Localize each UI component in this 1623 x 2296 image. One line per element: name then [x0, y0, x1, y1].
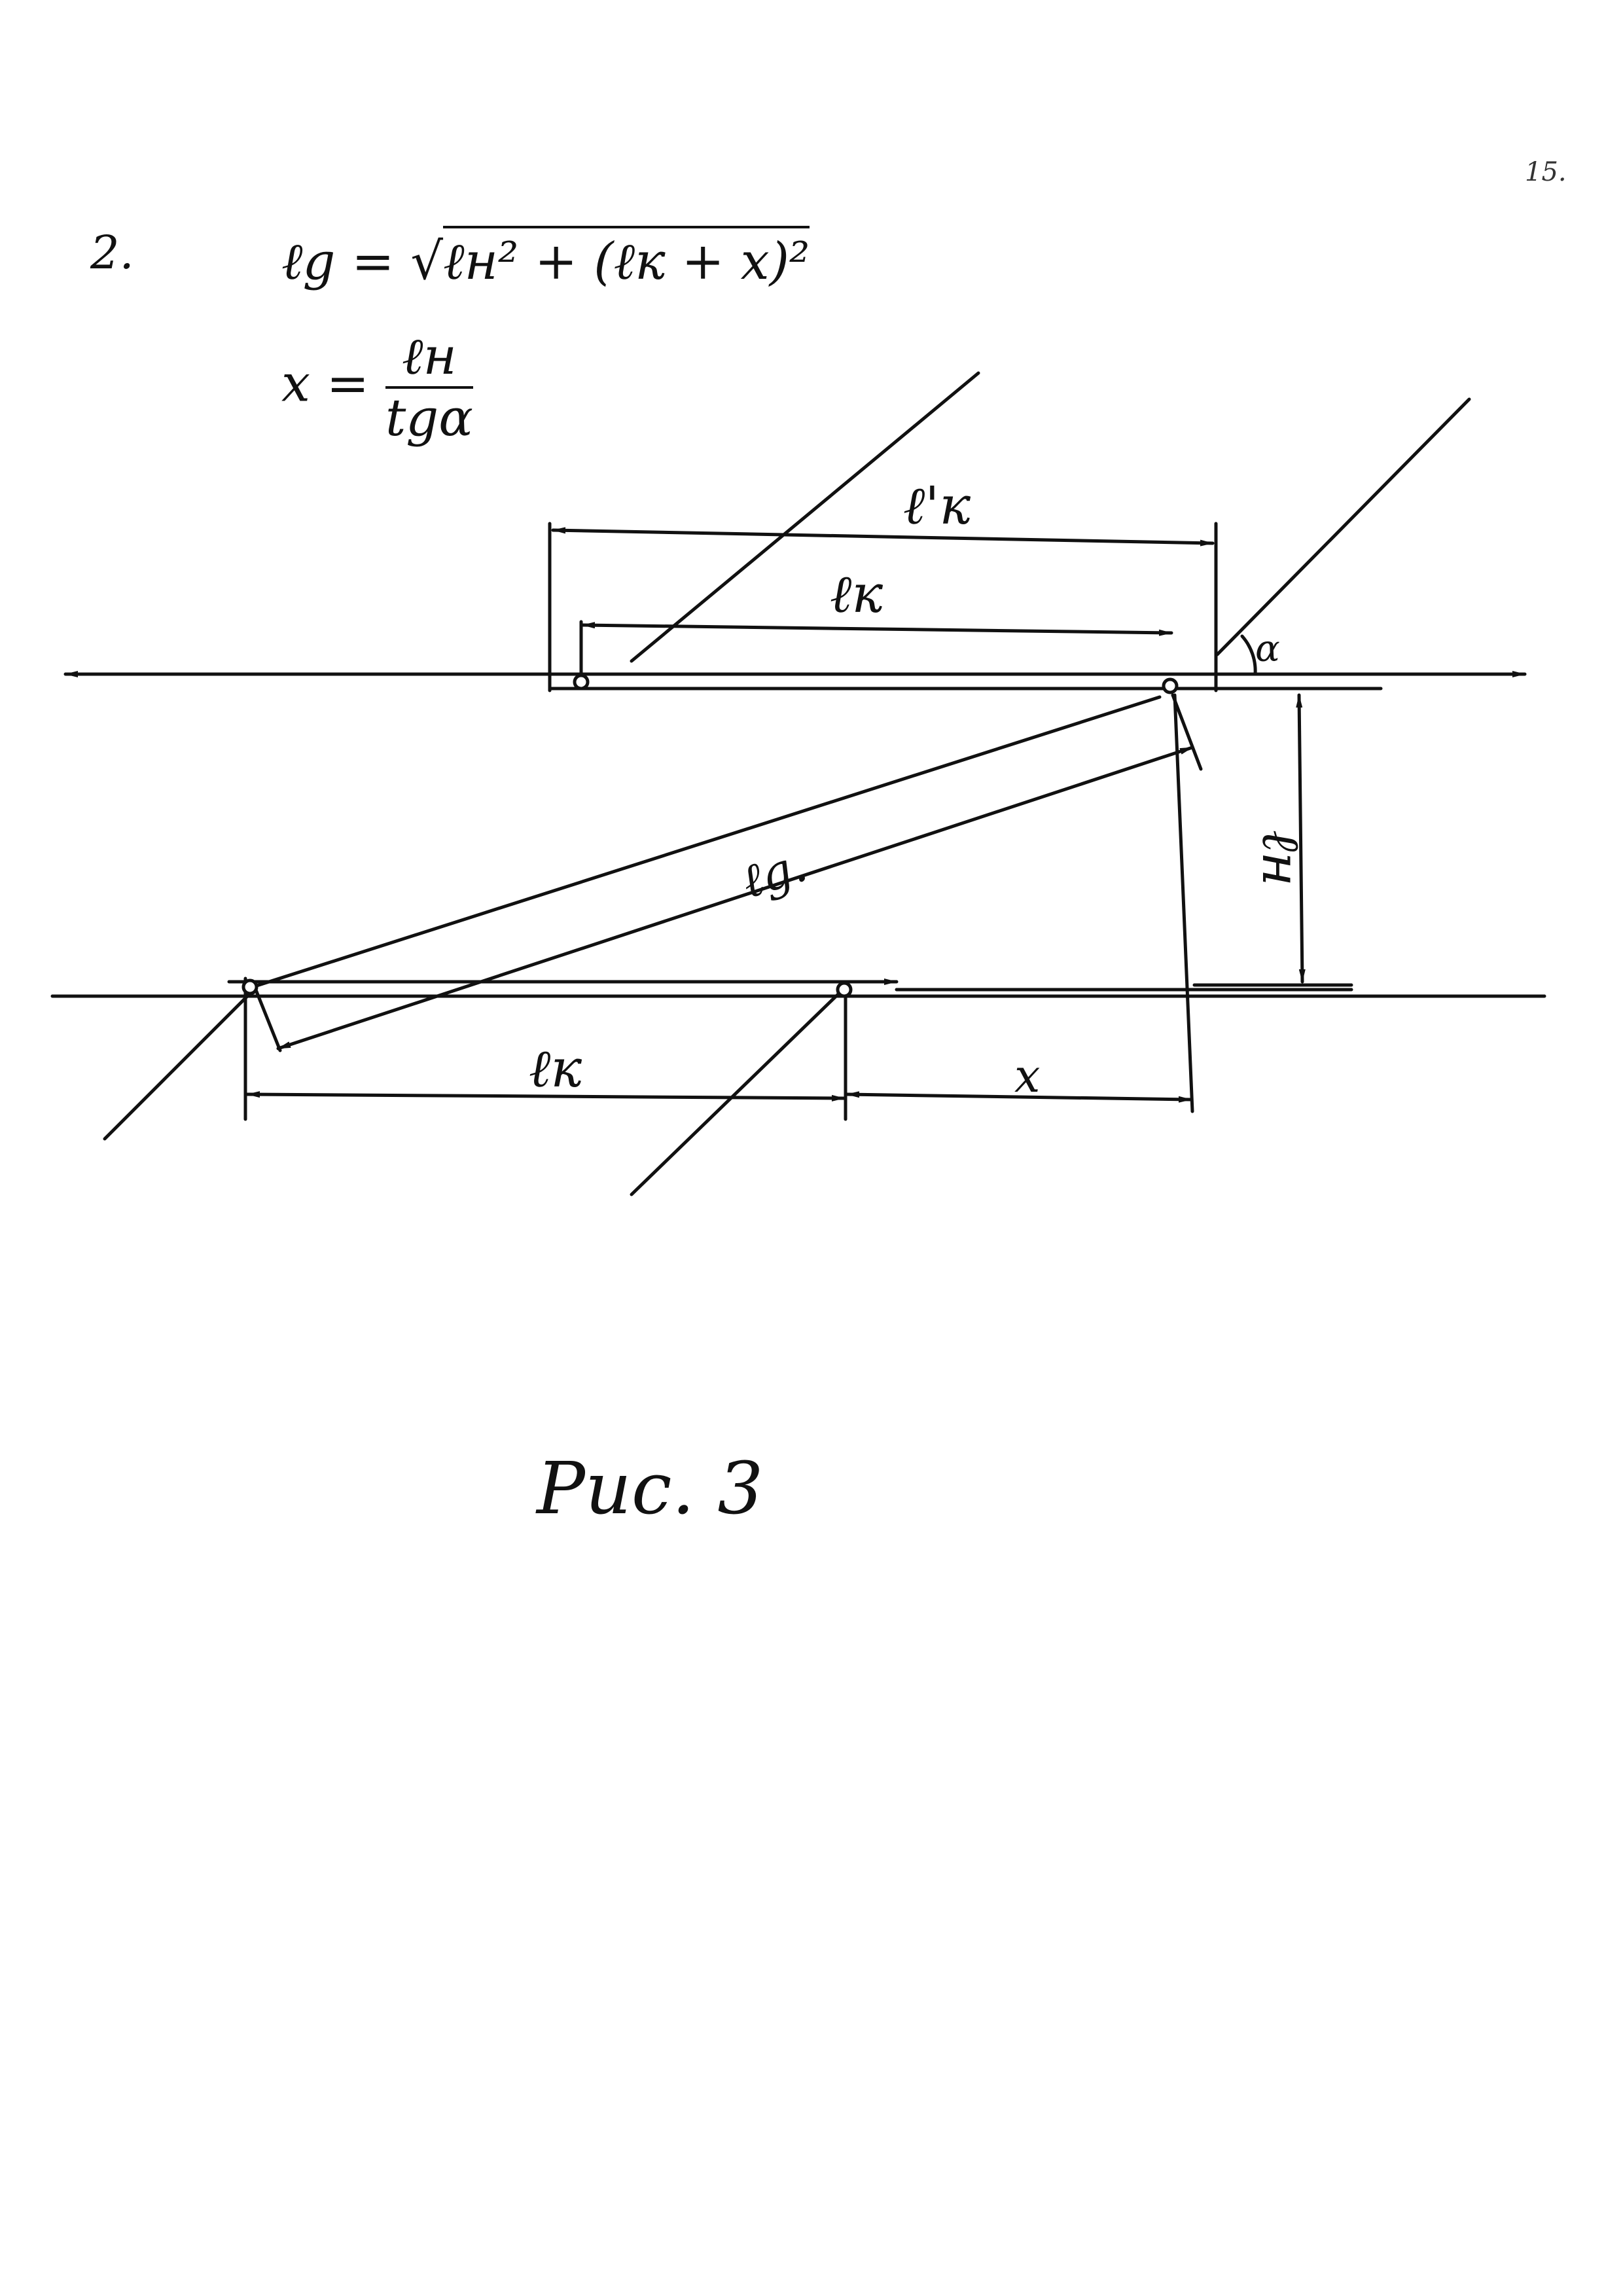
formula-lg-eq: =: [351, 232, 395, 291]
sqrt-sign: √: [410, 232, 444, 291]
top-left-point: [573, 673, 590, 691]
label-lk-top: ℓк: [830, 564, 883, 624]
formula-x-lhs: x =: [281, 354, 370, 414]
label-lk-bottom: ℓк: [529, 1038, 582, 1099]
bottom-mid-point: [836, 981, 853, 998]
alpha-arc: [1240, 634, 1257, 676]
x-dimension: [845, 1091, 1193, 1103]
lk-top-dimension: [580, 622, 1173, 636]
item-number: 2.: [90, 226, 134, 279]
formula-lg: ℓg = √ℓн² + (ℓк + x)²: [281, 226, 810, 291]
formula-x-fraction: ℓн tgα: [385, 327, 473, 448]
label-lh: ℓн: [1251, 830, 1311, 886]
formula-x: x = ℓн tgα: [281, 327, 473, 448]
diag-line-3: [103, 986, 257, 1141]
formula-lg-radicand: ℓн² + (ℓк + x)²: [443, 226, 810, 291]
car-trajectory-line: [247, 695, 1162, 990]
top-right-point: [1162, 677, 1179, 694]
right-vertical-ext: [1173, 693, 1194, 1113]
lg-right-ext: [1171, 693, 1203, 771]
diag-line-2: [1215, 397, 1471, 656]
formula-x-numerator: ℓн: [385, 327, 473, 389]
label-x: x: [1014, 1049, 1040, 1103]
diag-line-4: [630, 986, 846, 1196]
figure-caption: Рис. 3: [537, 1446, 764, 1530]
label-lk-prime: ℓ'к: [903, 475, 971, 536]
lg-left-ext: [253, 986, 282, 1052]
label-alpha: α: [1255, 628, 1280, 670]
diag-line-1: [630, 371, 980, 663]
lk-prime-dimension: [551, 527, 1215, 547]
formula-x-denominator: tgα: [385, 389, 473, 448]
lh-dimension: [1296, 693, 1306, 984]
bottom-left-point: [241, 978, 259, 996]
lk-bottom-dimension: [245, 1091, 846, 1102]
page-number: 15.: [1525, 157, 1567, 187]
formula-lg-lhs: ℓg: [281, 232, 336, 291]
label-lg: ℓg.: [735, 837, 813, 909]
lg-dimension: [276, 745, 1194, 1050]
